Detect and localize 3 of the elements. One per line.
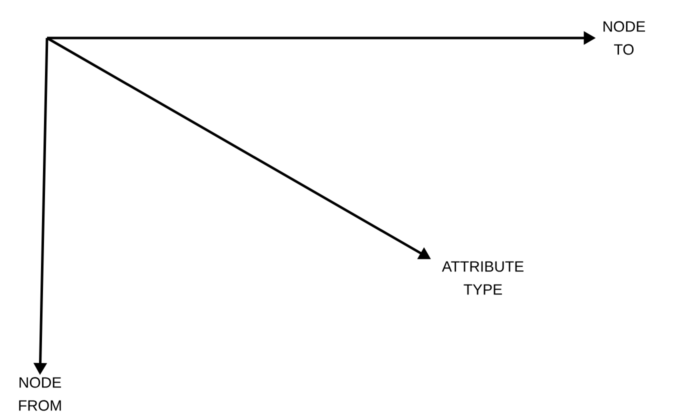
axis-label: NODE FROM xyxy=(19,377,62,411)
axis-label: NODE TO xyxy=(604,21,646,55)
axis-label: ATTRIBUTE TYPE xyxy=(442,261,524,295)
